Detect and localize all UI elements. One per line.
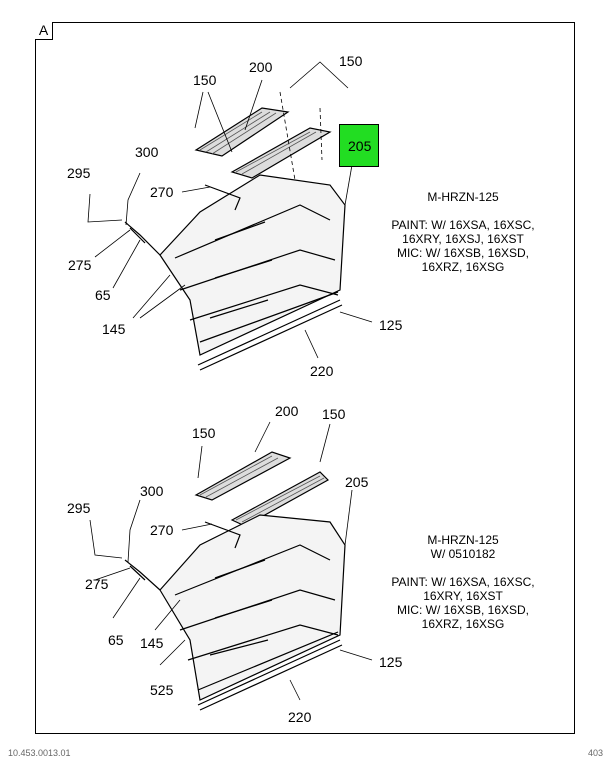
- highlight-callout[interactable]: [339, 124, 379, 167]
- top-note: M-HRZN-125 PAINT: W/ 16XSA, 16XSC, 16XRY…: [391, 190, 535, 274]
- callout-label: 150: [322, 406, 346, 422]
- callout-label: 150: [339, 53, 363, 69]
- callout-label: 220: [310, 363, 334, 379]
- bottom-leaders: [89, 421, 373, 701]
- bottom-note: M-HRZN-125 W/ 0510182 PAINT: W/ 16XSA, 1…: [391, 533, 535, 631]
- callout-label: 220: [288, 709, 312, 725]
- callout-label: 300: [135, 144, 159, 160]
- callout-label: 275: [85, 576, 109, 592]
- callout-label: 275: [68, 257, 92, 273]
- callout-label: 200: [249, 59, 273, 75]
- diagram-frame: [35, 22, 575, 734]
- callout-label: 525: [150, 682, 174, 698]
- bottom-assembly: [124, 451, 346, 711]
- callout-label: 125: [379, 654, 403, 670]
- callout-label: 65: [108, 632, 124, 648]
- callout-label: 125: [379, 317, 403, 333]
- callout-label: 150: [192, 425, 216, 441]
- callout-label: 295: [67, 165, 91, 181]
- highlight-label-layer: 205: [348, 138, 372, 154]
- footer-right: 403: [588, 748, 604, 758]
- callout-label: 300: [140, 483, 164, 499]
- callout-label: 65: [95, 287, 111, 303]
- top-callouts: 150 200 150 300 295 270 275 65 145 125 2…: [67, 53, 403, 379]
- callout-label: 270: [150, 184, 174, 200]
- callout-label: 200: [275, 403, 299, 419]
- top-assembly: [124, 107, 346, 371]
- callout-label: 205: [345, 474, 369, 490]
- highlight-label: 205: [348, 138, 372, 154]
- callout-label: 270: [150, 522, 174, 538]
- view-label: A: [35, 22, 53, 40]
- top-leaders: [87, 61, 373, 359]
- bottom-callouts: 200 150 150 205 300 295 270 275 65 145 5…: [67, 403, 403, 725]
- callout-label: 150: [193, 72, 217, 88]
- callout-label: 295: [67, 500, 91, 516]
- callout-label: 145: [102, 321, 126, 337]
- footer-left: 10.453.0013.01: [8, 748, 71, 758]
- callout-label: 145: [140, 635, 164, 651]
